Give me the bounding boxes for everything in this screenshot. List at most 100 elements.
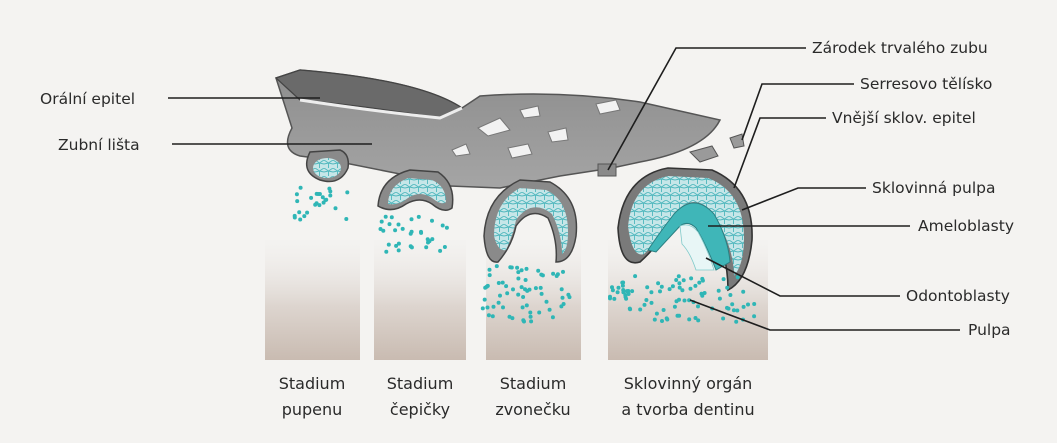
pulp-cell-dot — [313, 203, 317, 207]
pulp-cell-dot — [728, 293, 732, 297]
stage-zvonecku-line2: zvonečku — [495, 400, 570, 419]
pulp-cell-dot — [694, 316, 698, 320]
bud-stage — [307, 150, 349, 182]
pulp-cell-dot — [628, 307, 632, 311]
pulp-cell-dot — [718, 297, 722, 301]
pulp-cell-dot — [616, 290, 620, 294]
pulp-cell-dot — [298, 218, 302, 222]
stage-pupenu-line2: pupenu — [282, 400, 343, 419]
pulp-cell-dot — [497, 301, 501, 305]
pulp-cell-dot — [722, 277, 726, 281]
pulp-cell-dot — [689, 287, 693, 291]
pulp-cell-dot — [524, 278, 528, 282]
stage-cepicky-line2: čepičky — [390, 400, 450, 419]
label-zarodek: Zárodek trvalého zubu — [812, 39, 988, 57]
column-cepicky — [374, 240, 466, 360]
pulp-cell-dot — [344, 217, 348, 221]
pulp-cell-dot — [445, 226, 449, 230]
pulp-cell-dot — [521, 305, 525, 309]
pulp-cell-dot — [735, 309, 739, 313]
pulp-cell-dot — [529, 315, 533, 319]
pulp-cell-dot — [700, 294, 704, 298]
label-ameloblasty: Ameloblasty — [918, 217, 1014, 235]
pulp-cell-dot — [655, 312, 659, 316]
pulp-cell-dot — [537, 311, 541, 315]
pulp-cell-dot — [410, 245, 414, 249]
pulp-cell-dot — [678, 286, 682, 290]
pulp-cell-dot — [419, 231, 423, 235]
pulp-cell-dot — [379, 227, 383, 231]
pulp-cell-dot — [561, 270, 565, 274]
pulp-cell-dot — [295, 192, 299, 196]
pulp-cell-dot — [305, 211, 309, 215]
pulp-cell-dot — [734, 320, 738, 324]
stage-pupenu-line1: Stadium — [279, 374, 346, 393]
pulp-cell-dot — [324, 198, 328, 202]
stage-sklovinny-line2: a tvorba dentinu — [621, 400, 754, 419]
pulp-cell-dot — [498, 294, 502, 298]
pulp-cell-dot — [387, 243, 391, 247]
pulp-cell-dot — [534, 286, 538, 290]
pulp-cell-dot — [511, 287, 515, 291]
pulp-cell-dot — [401, 227, 405, 231]
pulp-cell-dot — [510, 266, 514, 270]
pulp-cell-dot — [752, 302, 756, 306]
label-sklovinna-pulpa: Sklovinná pulpa — [872, 179, 995, 197]
pulp-cell-dot — [321, 195, 325, 199]
pulp-cell-dot — [393, 228, 397, 232]
leader-sklovinna-pulpa — [742, 188, 866, 210]
leader-vnejsi — [734, 118, 826, 188]
pulp-cell-dot — [746, 303, 750, 307]
pulp-cell-dot — [725, 286, 729, 290]
pulp-cell-dot — [644, 298, 648, 302]
pulp-cell-dot — [345, 190, 349, 194]
pulp-cell-dot — [677, 314, 681, 318]
pulp-cell-dot — [384, 250, 388, 254]
pulp-cell-dot — [643, 303, 647, 307]
pulp-cell-dot — [566, 293, 570, 297]
pulp-cell-dot — [302, 214, 306, 218]
pulp-cell-dot — [508, 315, 512, 319]
pulp-cell-dot — [388, 222, 392, 226]
stage-cepicky-line1: Stadium — [387, 374, 454, 393]
pulp-cell-dot — [529, 319, 533, 323]
pulp-cell-dot — [625, 289, 629, 293]
pulp-cell-dot — [541, 273, 545, 277]
pulp-cell-dot — [548, 308, 552, 312]
pulp-cell-dot — [693, 284, 697, 288]
pulp-cell-dot — [540, 292, 544, 296]
pulp-cell-dot — [397, 223, 401, 227]
pulp-cell-dot — [551, 315, 555, 319]
stage-zvonecku-line1: Stadium — [500, 374, 567, 393]
pulp-cell-dot — [656, 281, 660, 285]
pulp-cell-dot — [380, 220, 384, 224]
pulp-cell-dot — [481, 306, 485, 310]
pulp-cell-dot — [522, 320, 526, 324]
pulp-cell-dot — [555, 274, 559, 278]
pulp-cell-dot — [658, 289, 662, 293]
pulp-cell-dot — [649, 290, 653, 294]
pulp-cell-dot — [717, 289, 721, 293]
pulp-cell-dot — [417, 215, 421, 219]
pulp-cell-dot — [700, 277, 704, 281]
label-pulpa: Pulpa — [968, 321, 1011, 339]
pulp-cell-dot — [630, 289, 634, 293]
pulp-cell-dot — [390, 215, 394, 219]
pulp-cell-dot — [520, 285, 524, 289]
pulp-cell-dot — [516, 277, 520, 281]
pulp-cell-dot — [660, 319, 664, 323]
pulp-cell-dot — [495, 264, 499, 268]
cap-stage — [378, 170, 453, 210]
pulp-cell-dot — [741, 290, 745, 294]
pulp-cell-dot — [410, 217, 414, 221]
pulp-cell-dot — [551, 272, 555, 276]
pulp-cell-dot — [483, 286, 487, 290]
pulp-cell-dot — [545, 300, 549, 304]
pulp-cell-dot — [660, 285, 664, 289]
pulp-cell-dot — [675, 299, 679, 303]
pulp-cell-dot — [560, 287, 564, 291]
pulp-cell-dot — [645, 285, 649, 289]
pulp-cell-dot — [608, 295, 612, 299]
pulp-cell-dot — [492, 305, 496, 309]
